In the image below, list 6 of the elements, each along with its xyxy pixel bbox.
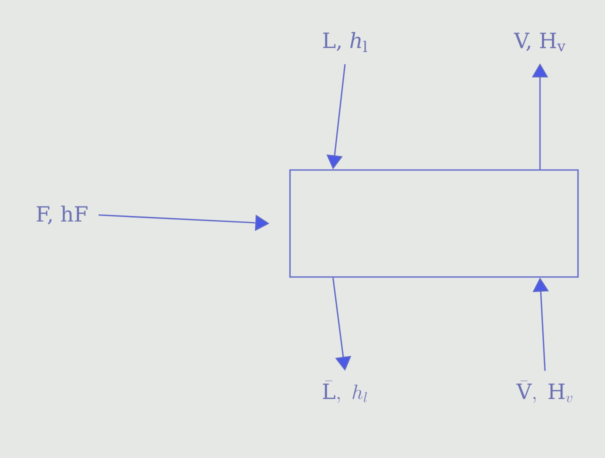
stage-box [289, 169, 579, 278]
stream-label: L, h$_{l}$ [323, 32, 368, 52]
stream-label: F, hF [36, 206, 88, 224]
stream-label: $\bar{\mathrm{L}},\ h_{l}$ [322, 380, 367, 403]
stream-label: V, H$_{v}$ [514, 32, 566, 52]
stream-label: $\bar{\mathrm{V}},\ \mathrm{H}_{v}$ [516, 380, 572, 403]
